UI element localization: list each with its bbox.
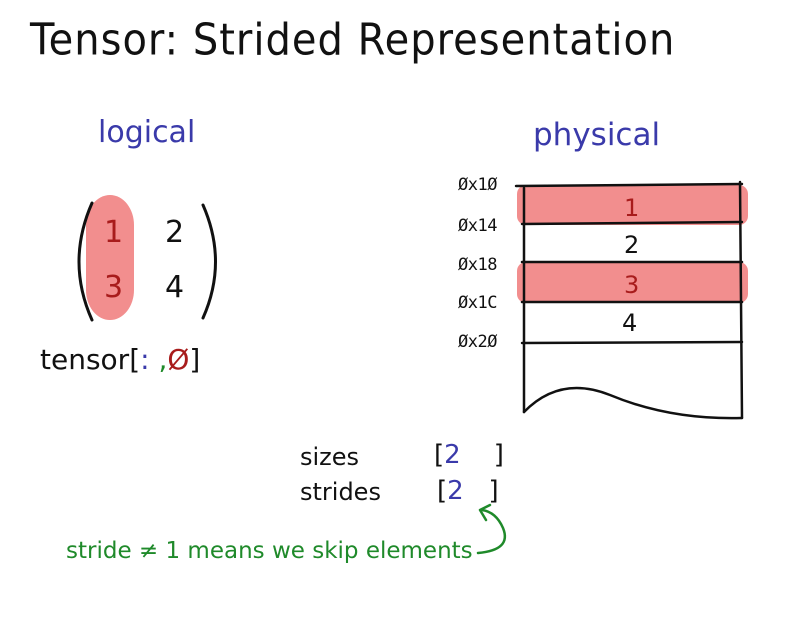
sizes-label: sizes xyxy=(300,443,360,471)
right-paren xyxy=(201,203,217,320)
memory-highlight-3 xyxy=(517,262,748,303)
open-bracket: [ xyxy=(129,343,141,376)
matrix-cell: 4 xyxy=(165,270,185,305)
memory-address: Øx1Ø xyxy=(458,175,497,195)
stride-note: stride ≠ 1 means we skip elements xyxy=(66,538,473,564)
page-title: Tensor: Strided Representation xyxy=(30,14,676,66)
tensor-name: tensor xyxy=(40,343,130,376)
logical-label: logical xyxy=(98,115,196,150)
memory-block xyxy=(514,180,744,420)
index-zero: Ø xyxy=(167,343,190,376)
physical-label: physical xyxy=(533,117,661,153)
memory-value: 2 xyxy=(624,231,640,259)
strides-number: 2 xyxy=(447,476,464,506)
memory-address: Øx14 xyxy=(458,216,497,236)
memory-highlight-1 xyxy=(517,185,748,225)
strides-value: [2 ] xyxy=(437,476,499,506)
comma: , xyxy=(158,343,168,376)
memory-address: Øx18 xyxy=(458,255,497,275)
matrix-cell: 1 xyxy=(104,215,124,250)
strides-label: strides xyxy=(300,478,381,506)
matrix-cell: 3 xyxy=(104,270,124,305)
arrow-curve xyxy=(476,508,507,555)
memory-address: Øx2Ø xyxy=(458,332,497,352)
arrow-head xyxy=(478,503,492,522)
sizes-value: [2 ] xyxy=(434,440,504,470)
memory-value: 4 xyxy=(622,309,638,337)
left-paren xyxy=(77,201,94,322)
close-bracket: ] xyxy=(189,343,201,376)
memory-address: Øx1C xyxy=(458,293,497,313)
memory-value: 1 xyxy=(624,194,640,222)
column-highlight xyxy=(86,195,134,320)
colon-slice: : xyxy=(140,343,150,376)
matrix-cell: 2 xyxy=(165,215,185,250)
memory-value: 3 xyxy=(624,271,640,299)
tensor-index-expression: tensor[: ,Ø] xyxy=(40,346,200,374)
sizes-number: 2 xyxy=(444,440,461,470)
